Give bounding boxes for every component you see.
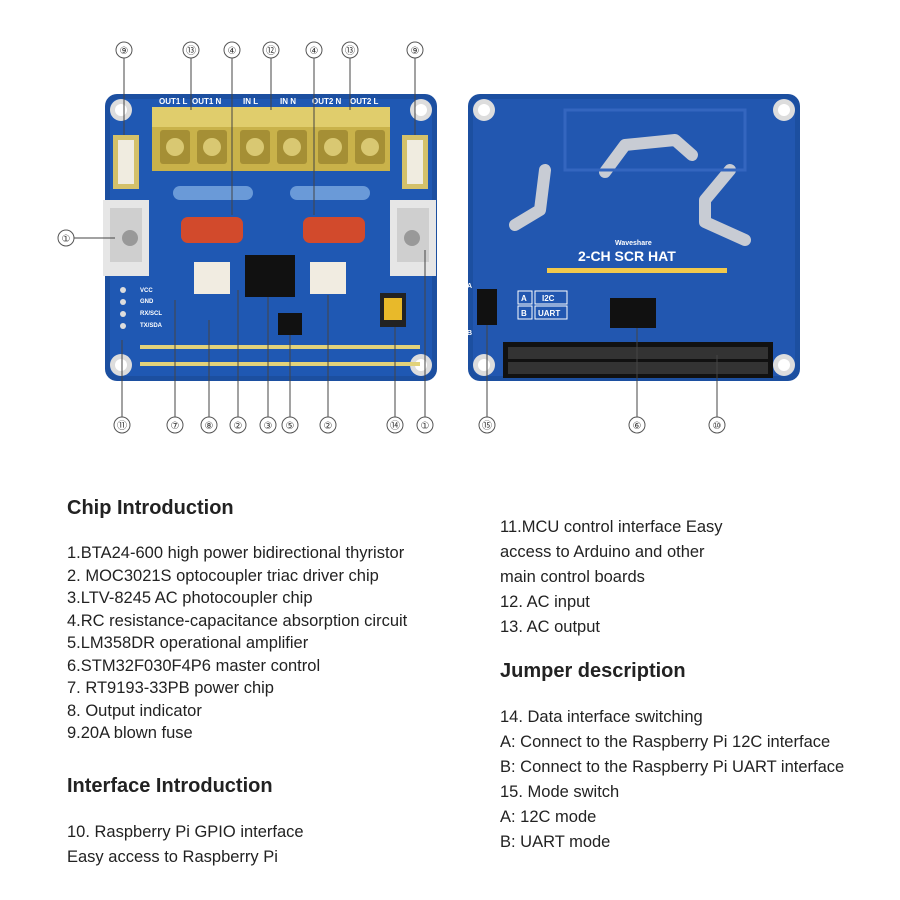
interface-item: 12. AC input: [500, 593, 590, 611]
chip-item: 2. MOC3021S optocoupler triac driver chi…: [67, 566, 379, 585]
callout-10: ⑩: [713, 421, 722, 432]
pcb-traces: [509, 134, 751, 246]
board-illustration: OUT1 L OUT1 N IN L IN N OUT2 N OUT2 L: [57, 41, 800, 434]
pin-label: VCC: [140, 288, 153, 294]
terminal-label: OUT2 L: [350, 97, 379, 106]
back-board: Waveshare 2-CH SCR HAT A I2C B UART A B: [467, 94, 800, 381]
callout-11: ⑪: [117, 420, 127, 432]
jumper-item: 14. Data interface switching: [500, 708, 703, 726]
mode-switch: [477, 289, 497, 325]
callout-2: ②: [324, 421, 333, 432]
mode-a-letter: A: [467, 283, 472, 290]
callout-4: ④: [228, 46, 237, 57]
callout-9: ⑨: [120, 46, 129, 57]
jumper-item: B: UART mode: [500, 833, 611, 851]
chip-item: 8. Output indicator: [67, 701, 202, 720]
pin-label: RX/SCL: [140, 311, 162, 317]
mcu-chip: [610, 298, 656, 328]
callout-1: ①: [421, 421, 430, 432]
opto-chip: [310, 262, 346, 294]
mode-b-letter: B: [467, 330, 472, 337]
chip-intro-heading: Chip Introduction: [67, 497, 234, 519]
right-column: 11.MCU control interface Easy access to …: [500, 515, 895, 855]
callout-leaders: [70, 58, 718, 417]
callout-2: ②: [234, 421, 243, 432]
terminal-label: IN N: [280, 97, 296, 106]
chip-item: 4.RC resistance-capacitance absorption c…: [67, 611, 408, 630]
callout-4: ④: [310, 46, 319, 57]
capacitor: [303, 217, 365, 243]
jumper-item: B: Connect to the Raspberry Pi UART inte…: [500, 758, 845, 776]
jumper-a-letter: A: [521, 294, 527, 303]
callout-12: ⑫: [266, 45, 276, 57]
jumper-item: A: Connect to the Raspberry Pi 12C inter…: [500, 733, 831, 751]
terminal-label: IN L: [243, 97, 258, 106]
callout-markers-bottom: ⑪ ⑦ ⑧ ② ③ ⑤ ② ⑭ ① ⑮ ⑥ ⑩ ①: [57, 229, 726, 434]
resistor: [173, 186, 253, 200]
terminal-label: OUT1 L: [159, 97, 188, 106]
callout-9: ⑨: [411, 46, 420, 57]
callout-15: ⑮: [482, 420, 492, 432]
interface-item: 13. AC output: [500, 618, 600, 636]
chip-item: 6.STM32F030F4P6 master control: [67, 656, 321, 675]
callout-6: ⑥: [633, 421, 642, 432]
callout-8: ⑧: [205, 421, 214, 432]
chip-item: 7. RT9193-33PB power chip: [67, 679, 274, 697]
terminal-label: OUT1 N: [192, 97, 222, 106]
board-figure: OUT1 L OUT1 N IN L IN N OUT2 N OUT2 L: [57, 41, 800, 434]
callout-3: ③: [264, 421, 273, 432]
jumper-item: 15. Mode switch: [500, 783, 620, 801]
jumper-heading: Jumper description: [500, 660, 686, 682]
jumper-item: A: 12C mode: [500, 808, 597, 826]
resistor: [290, 186, 370, 200]
pin-label: TX/SDA: [140, 323, 163, 329]
callout-13: ⑬: [345, 45, 355, 57]
front-board: OUT1 L OUT1 N IN L IN N OUT2 N OUT2 L: [103, 94, 437, 381]
chip-item: 3.LTV-8245 AC photocoupler chip: [67, 589, 313, 607]
photocoupler-chip: [245, 255, 295, 297]
board-title: 2-CH SCR HAT: [578, 248, 676, 264]
chip-item: 5.LM358DR operational amplifier: [67, 634, 309, 652]
brand-label: Waveshare: [615, 240, 652, 247]
interface-item: 11.MCU control interface Easy: [500, 518, 723, 536]
callout-5: ⑤: [286, 421, 295, 432]
interface-intro-heading: Interface Introduction: [67, 774, 273, 797]
jumper-b-label: UART: [538, 309, 560, 318]
interface-item: main control boards: [500, 568, 645, 586]
callout-7: ⑦: [171, 421, 180, 432]
callout-markers-top: ⑨ ⑬ ④ ⑫ ④ ⑬ ⑨: [115, 41, 424, 59]
terminal-label: OUT2 N: [312, 97, 342, 106]
pin-label: GND: [140, 299, 154, 305]
jumper-b-letter: B: [521, 309, 527, 318]
interface-item: Easy access to Raspberry Pi: [67, 847, 278, 866]
jumper-a-label: I2C: [542, 294, 555, 303]
callout-13: ⑬: [186, 45, 196, 57]
interface-item: access to Arduino and other: [500, 543, 705, 561]
left-column: Chip Introduction 1.BTA24-600 high power…: [67, 497, 477, 870]
callout-1: ①: [62, 234, 71, 245]
opto-chip: [194, 262, 230, 294]
opamp-chip: [278, 313, 302, 335]
interface-item: 10. Raspberry Pi GPIO interface: [67, 822, 304, 841]
capacitor: [181, 217, 243, 243]
callout-14: ⑭: [390, 420, 400, 432]
chip-item: 9.20A blown fuse: [67, 724, 193, 742]
chip-item: 1.BTA24-600 high power bidirectional thy…: [67, 544, 405, 562]
